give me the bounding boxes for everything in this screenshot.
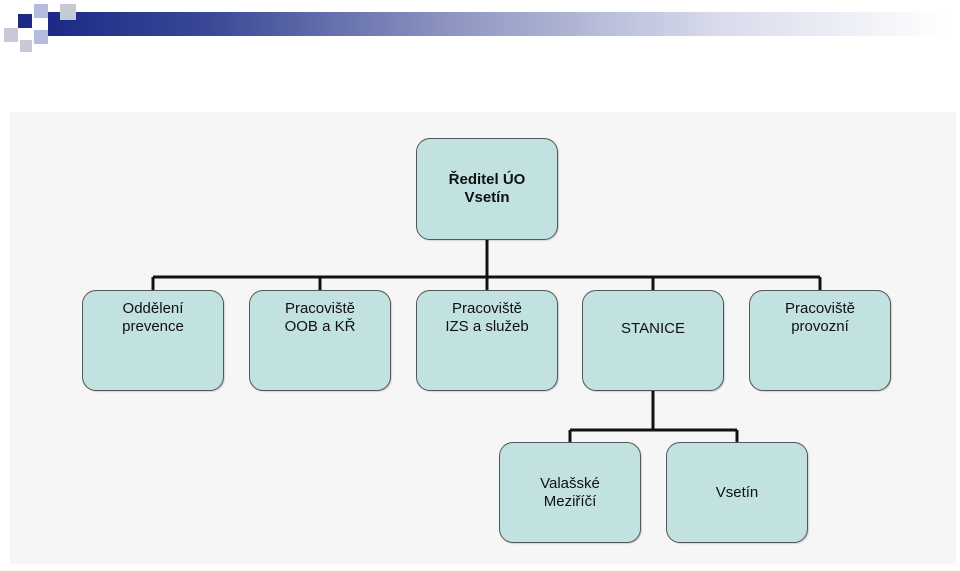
header-square-light [34, 30, 48, 44]
node-label: Valašské Meziříčí [540, 474, 600, 510]
node-label: Oddělení prevence [122, 300, 184, 335]
header-square-dark [18, 14, 32, 28]
header-square-grey [20, 40, 32, 52]
node-level1: Oddělení prevence [82, 290, 224, 391]
node-level1: Pracoviště IZS a služeb [416, 290, 558, 391]
header-square-light [4, 28, 18, 42]
node-stanice: STANICE [582, 290, 724, 391]
node-label: Vsetín [715, 483, 759, 501]
node-level2: Vsetín [666, 442, 808, 543]
node-label: Pracoviště provozní [784, 300, 856, 335]
header-decoration [0, 0, 960, 60]
node-label: Ředitel ÚO Vsetín [448, 171, 526, 206]
header-square-light [34, 4, 48, 18]
node-label: Pracoviště OOB a KŘ [284, 300, 356, 335]
header-square-light [60, 4, 76, 20]
node-level2: Valašské Meziříčí [499, 442, 641, 543]
org-chart: Ředitel ÚO Vsetín Oddělení prevence Prac… [10, 112, 956, 564]
node-level1: Pracoviště provozní [749, 290, 891, 391]
node-label: Pracoviště IZS a služeb [445, 300, 529, 335]
node-level1: Pracoviště OOB a KŘ [249, 290, 391, 391]
connector-lines [151, 240, 822, 442]
node-label: STANICE [621, 320, 685, 337]
node-root: Ředitel ÚO Vsetín [416, 138, 558, 240]
header-gradient-bar [48, 12, 948, 36]
